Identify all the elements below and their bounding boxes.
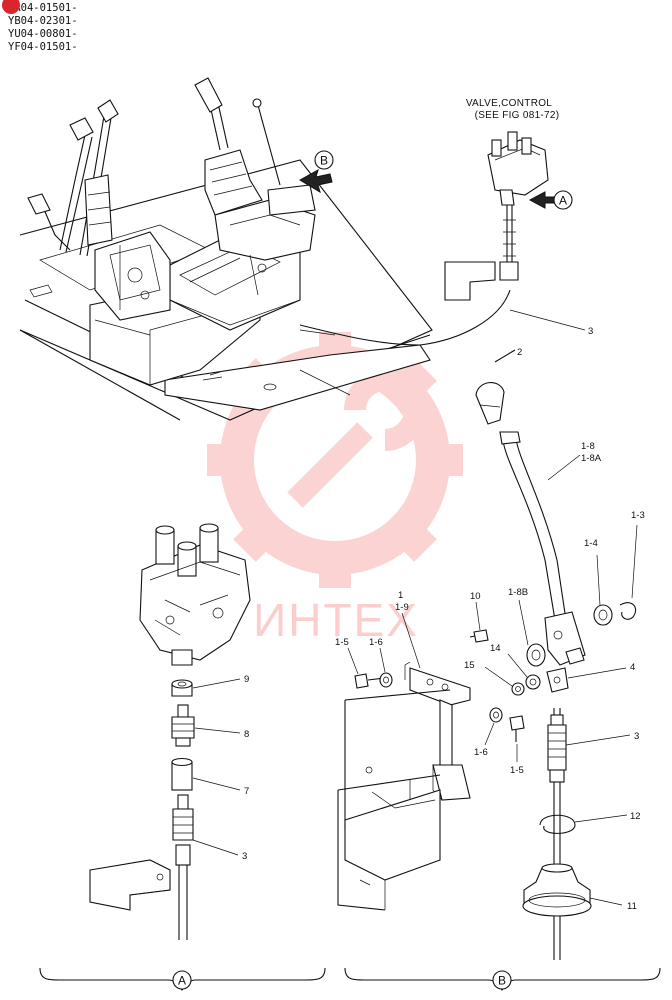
bushing-1-8b [518, 599, 546, 667]
callout-a-pointer-top: A [528, 190, 573, 210]
control-valve-top [444, 131, 549, 301]
label-3-top: 3 [588, 326, 593, 337]
label-1-3: 1-3 [631, 510, 645, 521]
label-1: 1 [398, 590, 403, 601]
label-15: 15 [464, 660, 475, 671]
label-2: 2 [517, 347, 522, 358]
serial-number-block: LA04-01501- YB04-02301- YU04-00801- YF04… [2, 0, 78, 54]
lever-platform-assembly [19, 77, 511, 421]
valve-detail-a [139, 523, 251, 666]
nut-1-6-left [379, 647, 393, 688]
label-1-8: 1-8 [581, 441, 595, 452]
label-4: 4 [630, 662, 635, 673]
washer-15 [511, 682, 525, 696]
clip-12 [539, 814, 628, 834]
label-3-left: 3 [242, 851, 247, 862]
label-10: 10 [470, 591, 481, 602]
fitting-8 [171, 704, 241, 747]
boot-11 [522, 863, 623, 917]
serial-line-1: LA04-01501- [8, 2, 78, 14]
label-1-9: 1-9 [395, 602, 409, 613]
nut-1-6-right [484, 707, 503, 746]
callout-b-pointer: B [299, 150, 334, 194]
label-11: 11 [627, 901, 637, 912]
valve-note-line1: VALVE,CONTROL [466, 98, 552, 109]
bolt-1-5-left [347, 647, 386, 689]
label-1-5-left: 1-5 [335, 637, 349, 648]
callout-b-label: B [320, 154, 328, 168]
label-1-4: 1-4 [584, 538, 598, 549]
sleeve-7 [171, 757, 241, 791]
joint-4 [546, 667, 627, 693]
label-8: 8 [244, 729, 249, 740]
label-1-8a: 1-8A [581, 453, 602, 464]
callout-a-label-top: A [559, 194, 567, 208]
clip-1-3 [619, 524, 638, 620]
serial-line-4: YF04-01501- [8, 41, 78, 53]
page-badge [2, 0, 20, 14]
label-3-right: 3 [634, 731, 639, 742]
cable-3-left [172, 794, 239, 940]
washer-1-4 [593, 554, 613, 626]
callout-a-label-bottom: A [178, 974, 186, 988]
callout-b-label-bottom: B [498, 974, 506, 988]
label-1-6-left: 1-6 [369, 637, 383, 648]
serial-line-3: YU04-00801- [8, 28, 78, 40]
cable-assembly-right [547, 708, 631, 960]
label-12: 12 [630, 811, 641, 822]
watermark-text: ИНТЕХ [253, 594, 419, 646]
bolt-1-5-right [509, 715, 525, 762]
brace-b: B [344, 967, 661, 991]
label-1-8b: 1-8B [508, 587, 528, 598]
brace-a: A [39, 967, 326, 991]
serial-line-2: YB04-02301- [8, 15, 78, 27]
bracket-assembly [337, 661, 471, 911]
label-7: 7 [244, 786, 249, 797]
label-1-6-right: 1-6 [474, 747, 488, 758]
label-14: 14 [490, 643, 501, 654]
washer-14 [525, 674, 541, 690]
valve-note-line2: (SEE FIG 081-72) [475, 110, 560, 121]
label-9: 9 [244, 674, 249, 685]
label-1-5-right: 1-5 [510, 765, 524, 776]
nut-9 [171, 678, 241, 697]
bracket-left [89, 859, 171, 911]
lever-knob-and-rod: 2 [475, 347, 586, 666]
bolt-10 [469, 601, 489, 643]
